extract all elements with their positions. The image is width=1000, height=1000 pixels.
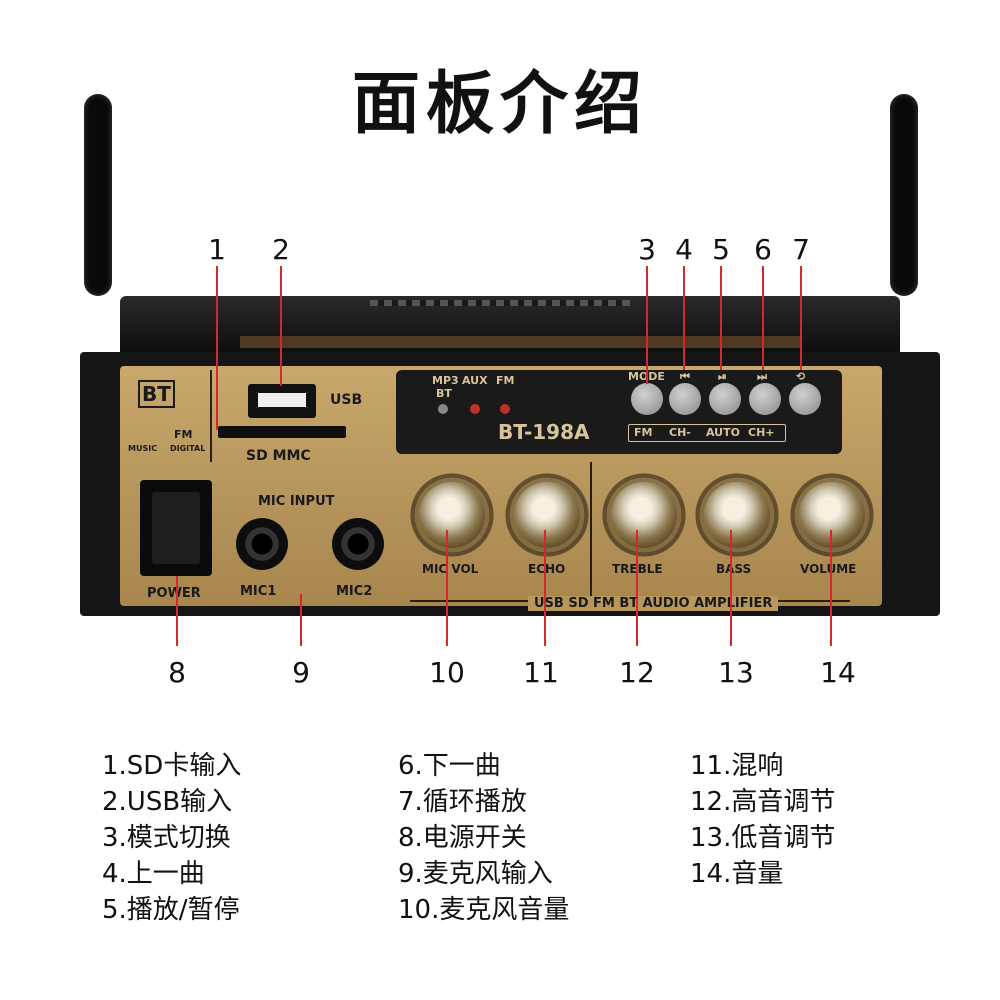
callout-number-4: 4 [675,233,693,266]
legend-column-3: 11.混响 12.高音调节 13.低音调节 14.音量 [690,748,835,892]
callout-line-11 [544,530,546,646]
bt-logo: BT [138,380,175,408]
power-label: POWER [147,586,201,601]
mic-input-label: MIC INPUT [258,494,335,509]
legend-item: 2.USB输入 [102,787,233,817]
callout-line-4 [683,266,685,370]
callout-number-5: 5 [712,233,730,266]
echo-label: ECHO [528,562,566,576]
ch-plus-label: CH+ [748,426,775,439]
callout-line-10 [446,530,448,646]
mode-button[interactable] [631,383,663,415]
legend-item: 8.电源开关 [398,823,527,853]
top-cover [120,296,900,354]
legend-item: 12.高音调节 [690,787,836,817]
callout-number-7: 7 [792,233,810,266]
legend-item: 14.音量 [690,859,784,889]
fm-function-label: FM [634,426,653,439]
legend-item: 9.麦克风输入 [398,859,553,889]
prev-icon: ⏮ [680,370,690,383]
power-switch[interactable] [140,480,212,576]
fm-mode-label: FM [496,374,515,387]
callout-line-3 [646,266,648,384]
mic2-jack[interactable] [332,518,384,570]
play-pause-button[interactable] [709,383,741,415]
callout-line-12 [636,530,638,646]
callout-number-3: 3 [638,233,656,266]
model-label: BT-198A [498,420,590,444]
callout-line-7 [800,266,802,370]
legend-item: 10.麦克风音量 [398,895,570,925]
play-pause-icon: ⏯ [718,370,727,383]
digital-icon-label: DIGITAL [170,444,206,453]
callout-line-6 [762,266,764,370]
legend-item: 7.循环播放 [398,787,527,817]
ch-minus-label: CH- [669,426,691,439]
callout-number-12: 12 [619,656,655,689]
bt-mode-label: BT [436,387,452,400]
prev-button[interactable] [669,383,701,415]
sd-card-slot[interactable] [218,426,346,438]
callout-number-10: 10 [429,656,465,689]
loop-button[interactable] [789,383,821,415]
legend-item: 4.上一曲 [102,859,205,889]
fm-indicator [500,404,510,414]
mp3-bt-indicator [438,404,448,414]
callout-line-2 [280,266,282,386]
callout-number-14: 14 [820,656,856,689]
usb-label: USB [330,392,363,408]
legend-item: 6.下一曲 [398,751,501,781]
legend-item: 5.播放/暂停 [102,895,240,925]
callout-line-14 [830,530,832,646]
aux-indicator [470,404,480,414]
callout-number-1: 1 [208,233,226,266]
panel-divider [210,370,212,462]
callout-number-9: 9 [292,656,310,689]
mic1-jack[interactable] [236,518,288,570]
next-button[interactable] [749,383,781,415]
callout-number-13: 13 [718,656,754,689]
callout-line-13 [730,530,732,646]
volume-knob[interactable] [799,482,865,548]
mic-vol-knob[interactable] [419,482,485,548]
mic1-label: MIC1 [240,584,277,599]
left-handle [84,94,112,296]
fm-icon-label: FM [174,428,193,441]
volume-label: VOLUME [800,562,857,576]
callout-line-9 [300,594,302,646]
legend-item: 1.SD卡输入 [102,751,242,781]
legend-item: 13.低音调节 [690,823,836,853]
function-label-box [628,424,786,442]
footer-text: USB SD FM BT AUDIO AMPLIFIER [528,596,779,611]
legend-column-1: 1.SD卡输入 2.USB输入 3.模式切换 4.上一曲 5.播放/暂停 [102,748,241,928]
legend-item: 11.混响 [690,751,784,781]
callout-line-8 [176,576,178,646]
vent-slots [370,300,630,306]
page-title: 面板介绍 [351,65,648,144]
treble-knob[interactable] [611,482,677,548]
next-icon: ⏭ [757,370,767,383]
top-print [240,336,800,348]
callout-number-8: 8 [168,656,186,689]
callout-line-1 [216,266,218,430]
mic2-label: MIC2 [336,584,373,599]
mic-vol-label: MIC VOL [422,562,479,576]
mp3-label: MP3 [432,374,459,387]
callout-number-11: 11 [523,656,559,689]
legend-column-2: 6.下一曲 7.循环播放 8.电源开关 9.麦克风输入 10.麦克风音量 [398,748,569,928]
aux-label: AUX [462,374,488,387]
sd-label: SD MMC [246,448,311,464]
usb-port[interactable] [248,384,316,418]
music-icon-label: MUSIC [128,444,158,453]
callout-number-6: 6 [754,233,772,266]
callout-line-5 [720,266,722,370]
right-handle [890,94,918,296]
bass-knob[interactable] [704,482,770,548]
callout-number-2: 2 [272,233,290,266]
echo-knob[interactable] [514,482,580,548]
legend-item: 3.模式切换 [102,823,231,853]
auto-label: AUTO [706,426,740,439]
bass-label: BASS [716,562,752,576]
loop-icon: ⟲ [796,370,806,383]
